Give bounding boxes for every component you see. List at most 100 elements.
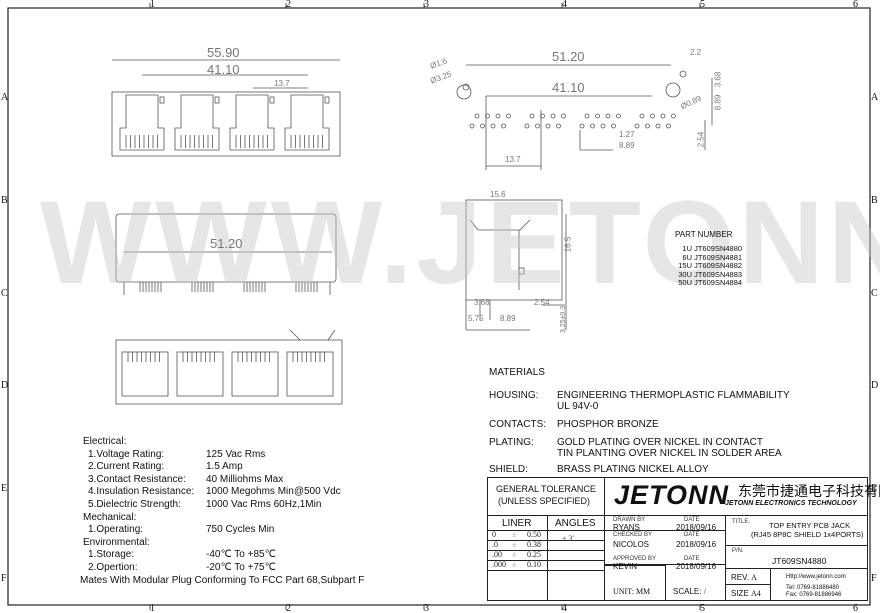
spec-label: 4.Insulation Resistance:: [88, 486, 195, 498]
spec-value: 1000 Megohms Min@500 Vdc: [206, 486, 341, 498]
pin-hole: [535, 123, 540, 129]
pin-hole: [584, 113, 590, 119]
pin-hole: [556, 123, 561, 129]
dim-pin-span: 8.89: [619, 141, 635, 150]
scale-label: SCALE: /: [673, 587, 706, 596]
front-view: [111, 59, 341, 157]
dim-bottom-width: 51.20: [210, 236, 243, 251]
approved-by: KEVIN: [613, 562, 638, 571]
port-outline: [284, 94, 330, 151]
pin-hole: [600, 123, 606, 129]
pin-hole: [529, 113, 535, 119]
spec-label: 2.Opertion:: [88, 561, 138, 573]
spec-value: 1000 Vac Rms 60Hz,1Min: [206, 498, 322, 510]
led-window: [269, 96, 275, 104]
dim-outer: 41.10: [552, 80, 585, 95]
liner-heading: LINER: [502, 518, 532, 529]
dim-pitch: 13.7: [274, 79, 290, 88]
side-dim-c: 5.75: [468, 314, 484, 323]
company-logo: JETONN: [614, 480, 730, 510]
pin-hole: [506, 113, 511, 119]
row-label: A: [1, 92, 9, 103]
part-number-row: 50U JT609SN4884: [672, 278, 742, 288]
pin-hole: [485, 113, 490, 119]
column-label: 6: [853, 0, 858, 10]
pin-hole: [561, 113, 566, 119]
pin-hole: [579, 123, 585, 129]
pin-hole: [616, 113, 621, 119]
column-label: 3: [424, 0, 429, 10]
pin-hole: [490, 123, 496, 129]
size-label-text: SIZE: [731, 589, 749, 598]
dim-outer-ports: 41.10: [207, 62, 240, 77]
port-rear: [231, 351, 279, 397]
company-url: Http://www.jetonn.com: [786, 574, 846, 580]
side-dim-height: 16.5: [563, 236, 573, 253]
pin-hole: [645, 123, 650, 129]
pin-hole: [469, 123, 475, 129]
drawn-by-label: DRAWN BY: [613, 517, 646, 523]
column-label: 4: [562, 0, 567, 10]
pin-hole: [501, 123, 506, 129]
tolerance-value: ±: [512, 560, 517, 569]
spec-label: 1.Storage:: [88, 549, 135, 561]
unit-value: MM: [635, 587, 651, 596]
side-view: [465, 199, 567, 331]
spec-heading: Environmental:: [83, 536, 150, 548]
pin-hole: [671, 113, 676, 119]
company-name-en: JETONN ELECTRONICS TECHNOLOGY: [725, 500, 857, 507]
pn: JT609SN4880: [694, 244, 743, 253]
spec-row: 3.Contact Resistance:40 Milliohms Max: [83, 474, 364, 487]
rev-value: A: [751, 573, 757, 582]
qty: 30U: [678, 269, 692, 279]
angles-heading: ANGLES: [555, 518, 596, 529]
column-label: 5: [700, 0, 705, 10]
pin-hole: [524, 123, 530, 129]
led-window: [159, 96, 165, 104]
materials-heading: MATERIALS: [489, 367, 545, 378]
dim-pitch: 13.7: [505, 155, 521, 164]
pin-hole: [655, 123, 661, 129]
dim-row: 2.54: [696, 131, 706, 148]
pin-hole: [650, 113, 655, 119]
dim-offset: 2.2: [690, 48, 702, 57]
pin-hole: [545, 123, 551, 129]
tolerance-value: 0.38: [527, 540, 541, 549]
spec-label: 1.Operating:: [88, 524, 144, 536]
column-label: 6: [853, 603, 858, 613]
tolerance-value: .0: [492, 540, 498, 549]
qty: 15U: [678, 261, 692, 270]
row-label: B: [871, 195, 878, 206]
row-label: A: [871, 92, 879, 103]
side-dim-a: 3.68: [474, 298, 490, 307]
pin-hole: [666, 123, 671, 129]
column-label: 2: [286, 603, 291, 613]
pin-hole: [639, 113, 645, 119]
drawn-date: 2018/09/16: [676, 523, 717, 532]
company-tel: Tel: 0769-81886480: [786, 585, 840, 591]
pin-hole: [540, 113, 545, 119]
column-label: 1: [150, 603, 155, 613]
dim-y1: 3.68: [713, 71, 723, 88]
part-number-row: 6U JT609SN4881: [672, 253, 742, 263]
tolerance-value: ±: [512, 540, 517, 549]
side-dim-b: 2.54: [534, 298, 550, 307]
spec-label: 2.Current Rating:: [88, 461, 165, 473]
scale-value: /: [703, 587, 706, 596]
pcb-layout: [456, 64, 713, 170]
unit-label-text: UNIT:: [613, 587, 634, 596]
qty: 50U: [678, 278, 692, 287]
pin-hole: [550, 113, 556, 119]
spec-value: -40℃ To +85℃: [206, 549, 276, 561]
part-number-list: 1U JT609SN4880 6U JT609SN4881 15U JT609S…: [672, 244, 743, 288]
row-label: D: [1, 380, 9, 391]
tolerance-value: .00: [492, 550, 502, 559]
pin-hole: [660, 113, 666, 119]
unit-label: UNIT: MM: [613, 587, 650, 596]
row-label: F: [1, 573, 7, 584]
dim-posts: 51.20: [552, 49, 585, 64]
port-rear: [121, 351, 169, 397]
part-number-heading: PART NUMBER: [675, 230, 733, 239]
spec-label: 1.Voltage Rating:: [88, 448, 165, 460]
